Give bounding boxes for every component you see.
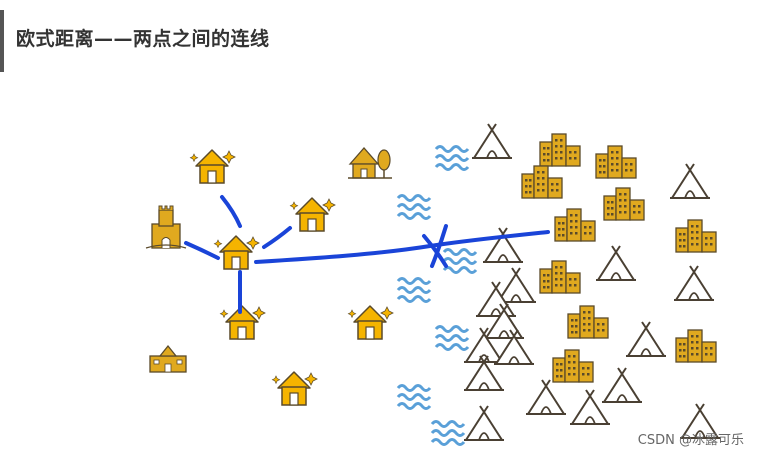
line-up-left [220,195,242,228]
house-icon [189,149,236,184]
house-icon [271,371,318,406]
city-buildings-icon [603,187,645,221]
line-up-right [262,226,292,249]
city-buildings-icon [552,349,594,383]
line-to-castle [184,241,220,260]
tent-icon [625,321,667,357]
title-accent-bar [0,10,4,72]
city-buildings-icon [521,165,563,199]
city-buildings-icon [539,133,581,167]
tent-icon [463,405,505,441]
page-title: 欧式距离——两点之间的连线 [16,28,270,50]
tent-icon [525,379,567,415]
tent-icon [471,123,513,159]
water-wave-icon [434,325,470,351]
house-icon [219,305,266,340]
cottage-icon [348,147,392,179]
cross-mark-a [422,234,448,268]
connection-lines [184,195,550,314]
water-wave-icon [396,277,432,303]
tent-icon [482,227,524,263]
tent-icon [601,367,643,403]
house-icon [213,235,260,270]
castle-icon [145,205,187,249]
city-buildings-icon [539,260,581,294]
water-wave-icon [442,248,478,274]
tent-icon [569,389,611,425]
water-wave-icon [396,384,432,410]
tent-icon [669,163,711,199]
watermark: CSDN @冰露可乐 [637,433,744,448]
city-buildings-icon [675,219,717,253]
water-wave-icon [430,420,466,446]
house-icon [289,197,336,232]
school-icon [149,344,187,373]
city-buildings-icon [595,145,637,179]
water-wave-icon [396,194,432,220]
city-buildings-icon [554,208,596,242]
water-wave-icon [434,145,470,171]
house-icon [347,305,394,340]
tent-icon [673,265,715,301]
city-buildings-icon [675,329,717,363]
city-buildings-icon [567,305,609,339]
straight-distance-line [254,230,550,264]
tent-icon [595,245,637,281]
cross-mark-b [430,224,448,268]
